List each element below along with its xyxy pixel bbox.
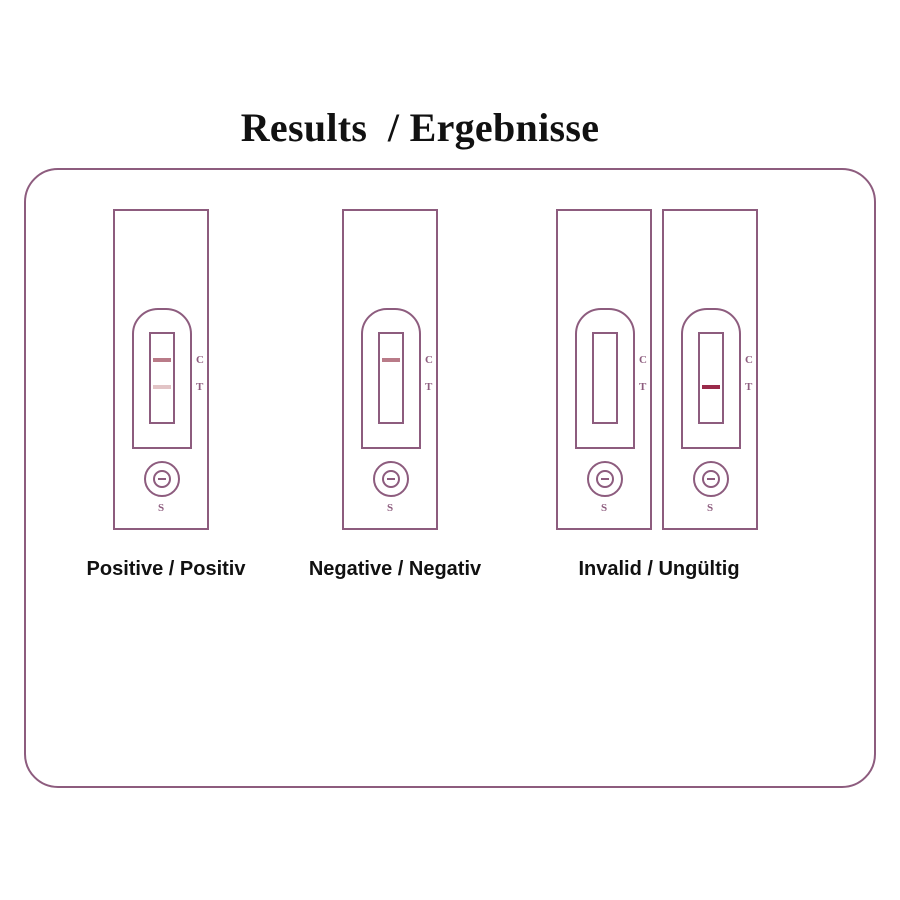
sample-well-icon (373, 461, 409, 497)
test-strip (378, 332, 404, 424)
result-window (361, 308, 421, 449)
cassette-invalid-test-only: C T S (662, 209, 758, 530)
sample-mark: S (600, 502, 608, 514)
test-mark: T (196, 381, 204, 393)
control-mark: C (196, 354, 204, 366)
cassette-invalid-no-lines: C T S (556, 209, 652, 530)
label-invalid: Invalid / Ungültig (578, 558, 740, 580)
control-mark: C (425, 354, 433, 366)
results-frame (24, 168, 876, 788)
sample-well-icon (693, 461, 729, 497)
test-mark: T (639, 381, 647, 393)
page-title: Results / Ergebnisse (240, 105, 600, 150)
test-mark: T (745, 381, 753, 393)
sample-well-icon (587, 461, 623, 497)
sample-mark: S (706, 502, 714, 514)
control-mark: C (639, 354, 647, 366)
control-line (153, 358, 171, 362)
test-strip (149, 332, 175, 424)
cassette-negative: C T S (342, 209, 438, 530)
sample-mark: S (386, 502, 394, 514)
control-mark: C (745, 354, 753, 366)
sample-mark: S (157, 502, 165, 514)
test-line (153, 385, 171, 389)
test-strip (592, 332, 618, 424)
control-line (382, 358, 400, 362)
result-window (132, 308, 192, 449)
test-strip (698, 332, 724, 424)
sample-well-icon (144, 461, 180, 497)
test-mark: T (425, 381, 433, 393)
label-negative: Negative / Negativ (308, 558, 482, 580)
cassette-positive: C T S (113, 209, 209, 530)
test-line (702, 385, 720, 389)
result-window (575, 308, 635, 449)
label-positive: Positive / Positiv (86, 558, 246, 580)
result-window (681, 308, 741, 449)
